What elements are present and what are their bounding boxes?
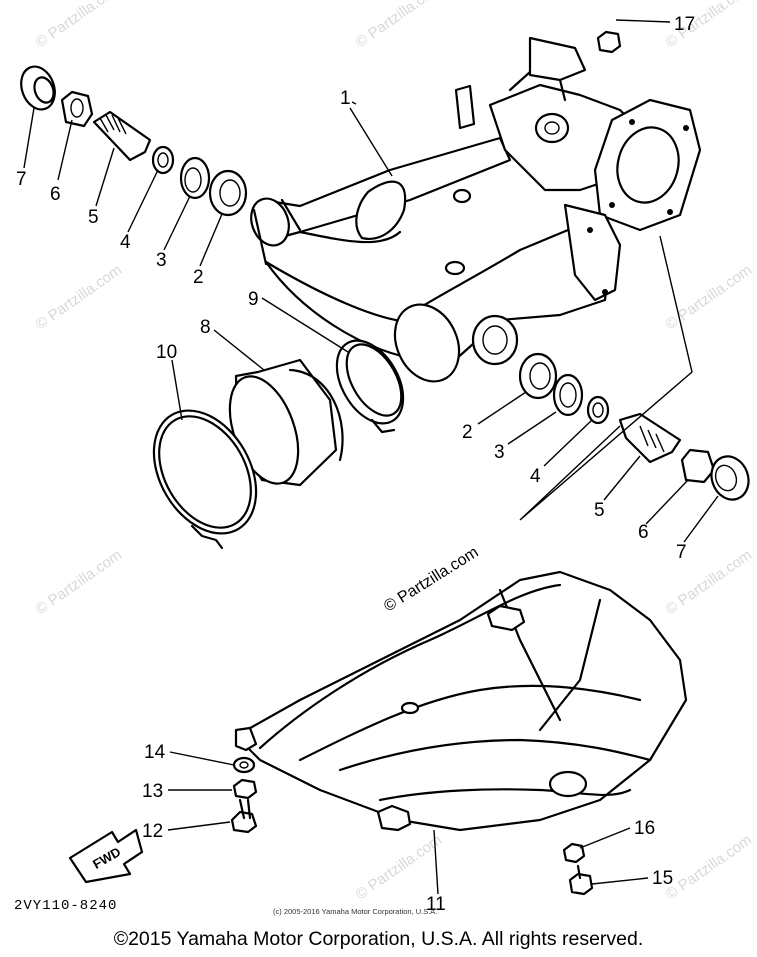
callout-numbers: 7 6 5 4 3 2 1 17 9 8 10 2 3 4 5 6 7 14 1… xyxy=(16,14,695,915)
callout-14: 14 xyxy=(144,742,166,763)
left-bearing-set xyxy=(20,65,248,217)
nut-17 xyxy=(596,30,622,54)
callout-11: 11 xyxy=(426,894,446,915)
callout-4: 4 xyxy=(120,232,131,253)
callout-15: 15 xyxy=(652,868,673,889)
callout-1: 1 xyxy=(340,88,351,109)
callout-5: 5 xyxy=(594,500,605,521)
callout-6: 6 xyxy=(638,522,649,543)
watermark: © Partzilla.com xyxy=(353,0,446,51)
boot-and-clamps xyxy=(152,339,405,550)
callout-9: 9 xyxy=(248,289,259,310)
callout-13: 13 xyxy=(142,781,163,802)
watermark: © Partzilla.com xyxy=(33,261,126,333)
small-copyright: (c) 2005-2016 Yamaha Motor Corporation, … xyxy=(273,907,438,916)
copyright-notice: ©2015 Yamaha Motor Corporation, U.S.A. A… xyxy=(113,928,644,950)
callout-2: 2 xyxy=(193,267,204,288)
leader-lines xyxy=(23,19,719,895)
hardware xyxy=(230,756,594,896)
diagram-code: 2VY110-8240 xyxy=(14,898,118,914)
swing-arm xyxy=(250,36,702,383)
callout-2: 2 xyxy=(462,422,473,443)
forward-arrow: FWD xyxy=(68,828,144,884)
callout-5: 5 xyxy=(88,207,99,228)
watermark: © Partzilla.com xyxy=(663,831,756,903)
callout-7: 7 xyxy=(16,169,27,190)
skid-plate xyxy=(234,570,688,832)
right-bearing-set xyxy=(518,352,750,501)
callout-16: 16 xyxy=(634,818,655,839)
center-watermark: © Partzilla.com xyxy=(381,544,481,616)
watermark: © Partzilla.com xyxy=(663,261,756,333)
callout-3: 3 xyxy=(156,250,167,271)
callout-7: 7 xyxy=(676,542,687,563)
callout-8: 8 xyxy=(200,317,211,338)
callout-6: 6 xyxy=(50,184,61,205)
callout-3: 3 xyxy=(494,442,505,463)
watermark: © Partzilla.com xyxy=(353,831,446,903)
callout-4: 4 xyxy=(530,466,541,487)
callout-17: 17 xyxy=(674,14,695,35)
callout-12: 12 xyxy=(142,821,163,842)
watermark: © Partzilla.com xyxy=(33,0,126,51)
watermark: © Partzilla.com xyxy=(33,546,126,618)
callout-10: 10 xyxy=(156,342,177,363)
